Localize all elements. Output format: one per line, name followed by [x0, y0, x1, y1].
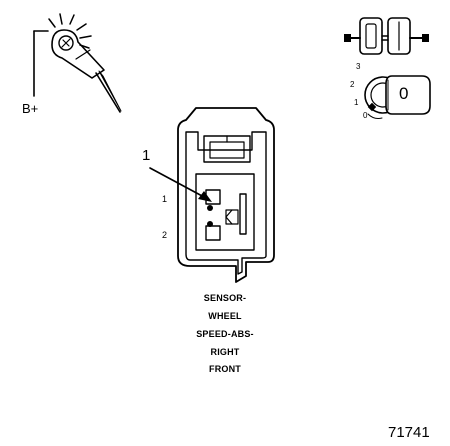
pin-1-label: 1 [162, 194, 168, 204]
caption-line-2: WHEEL [208, 311, 242, 321]
pin-2-label: 2 [162, 230, 168, 240]
key-current-position: 0 [399, 84, 409, 103]
key-position-1: 1 [354, 98, 359, 107]
caption-line-3: SPEED-ABS- [196, 329, 254, 339]
callout-arrow [149, 167, 212, 202]
connector-face-icon [177, 107, 275, 283]
figure-number: 71741 [388, 424, 430, 441]
caption-line-1: SENSOR- [203, 293, 247, 303]
key-position-0: 0 [363, 111, 368, 120]
caption-line-5: FRONT [209, 364, 241, 374]
ignition-key-icon [364, 75, 431, 119]
supply-label: B+ [22, 101, 39, 116]
key-position-2: 2 [350, 80, 355, 89]
fuse-icon [344, 17, 429, 55]
test-lamp-icon [33, 13, 122, 113]
key-position-3: 3 [356, 62, 361, 71]
callout-number: 1 [142, 147, 151, 164]
caption-line-4: RIGHT [210, 347, 240, 357]
